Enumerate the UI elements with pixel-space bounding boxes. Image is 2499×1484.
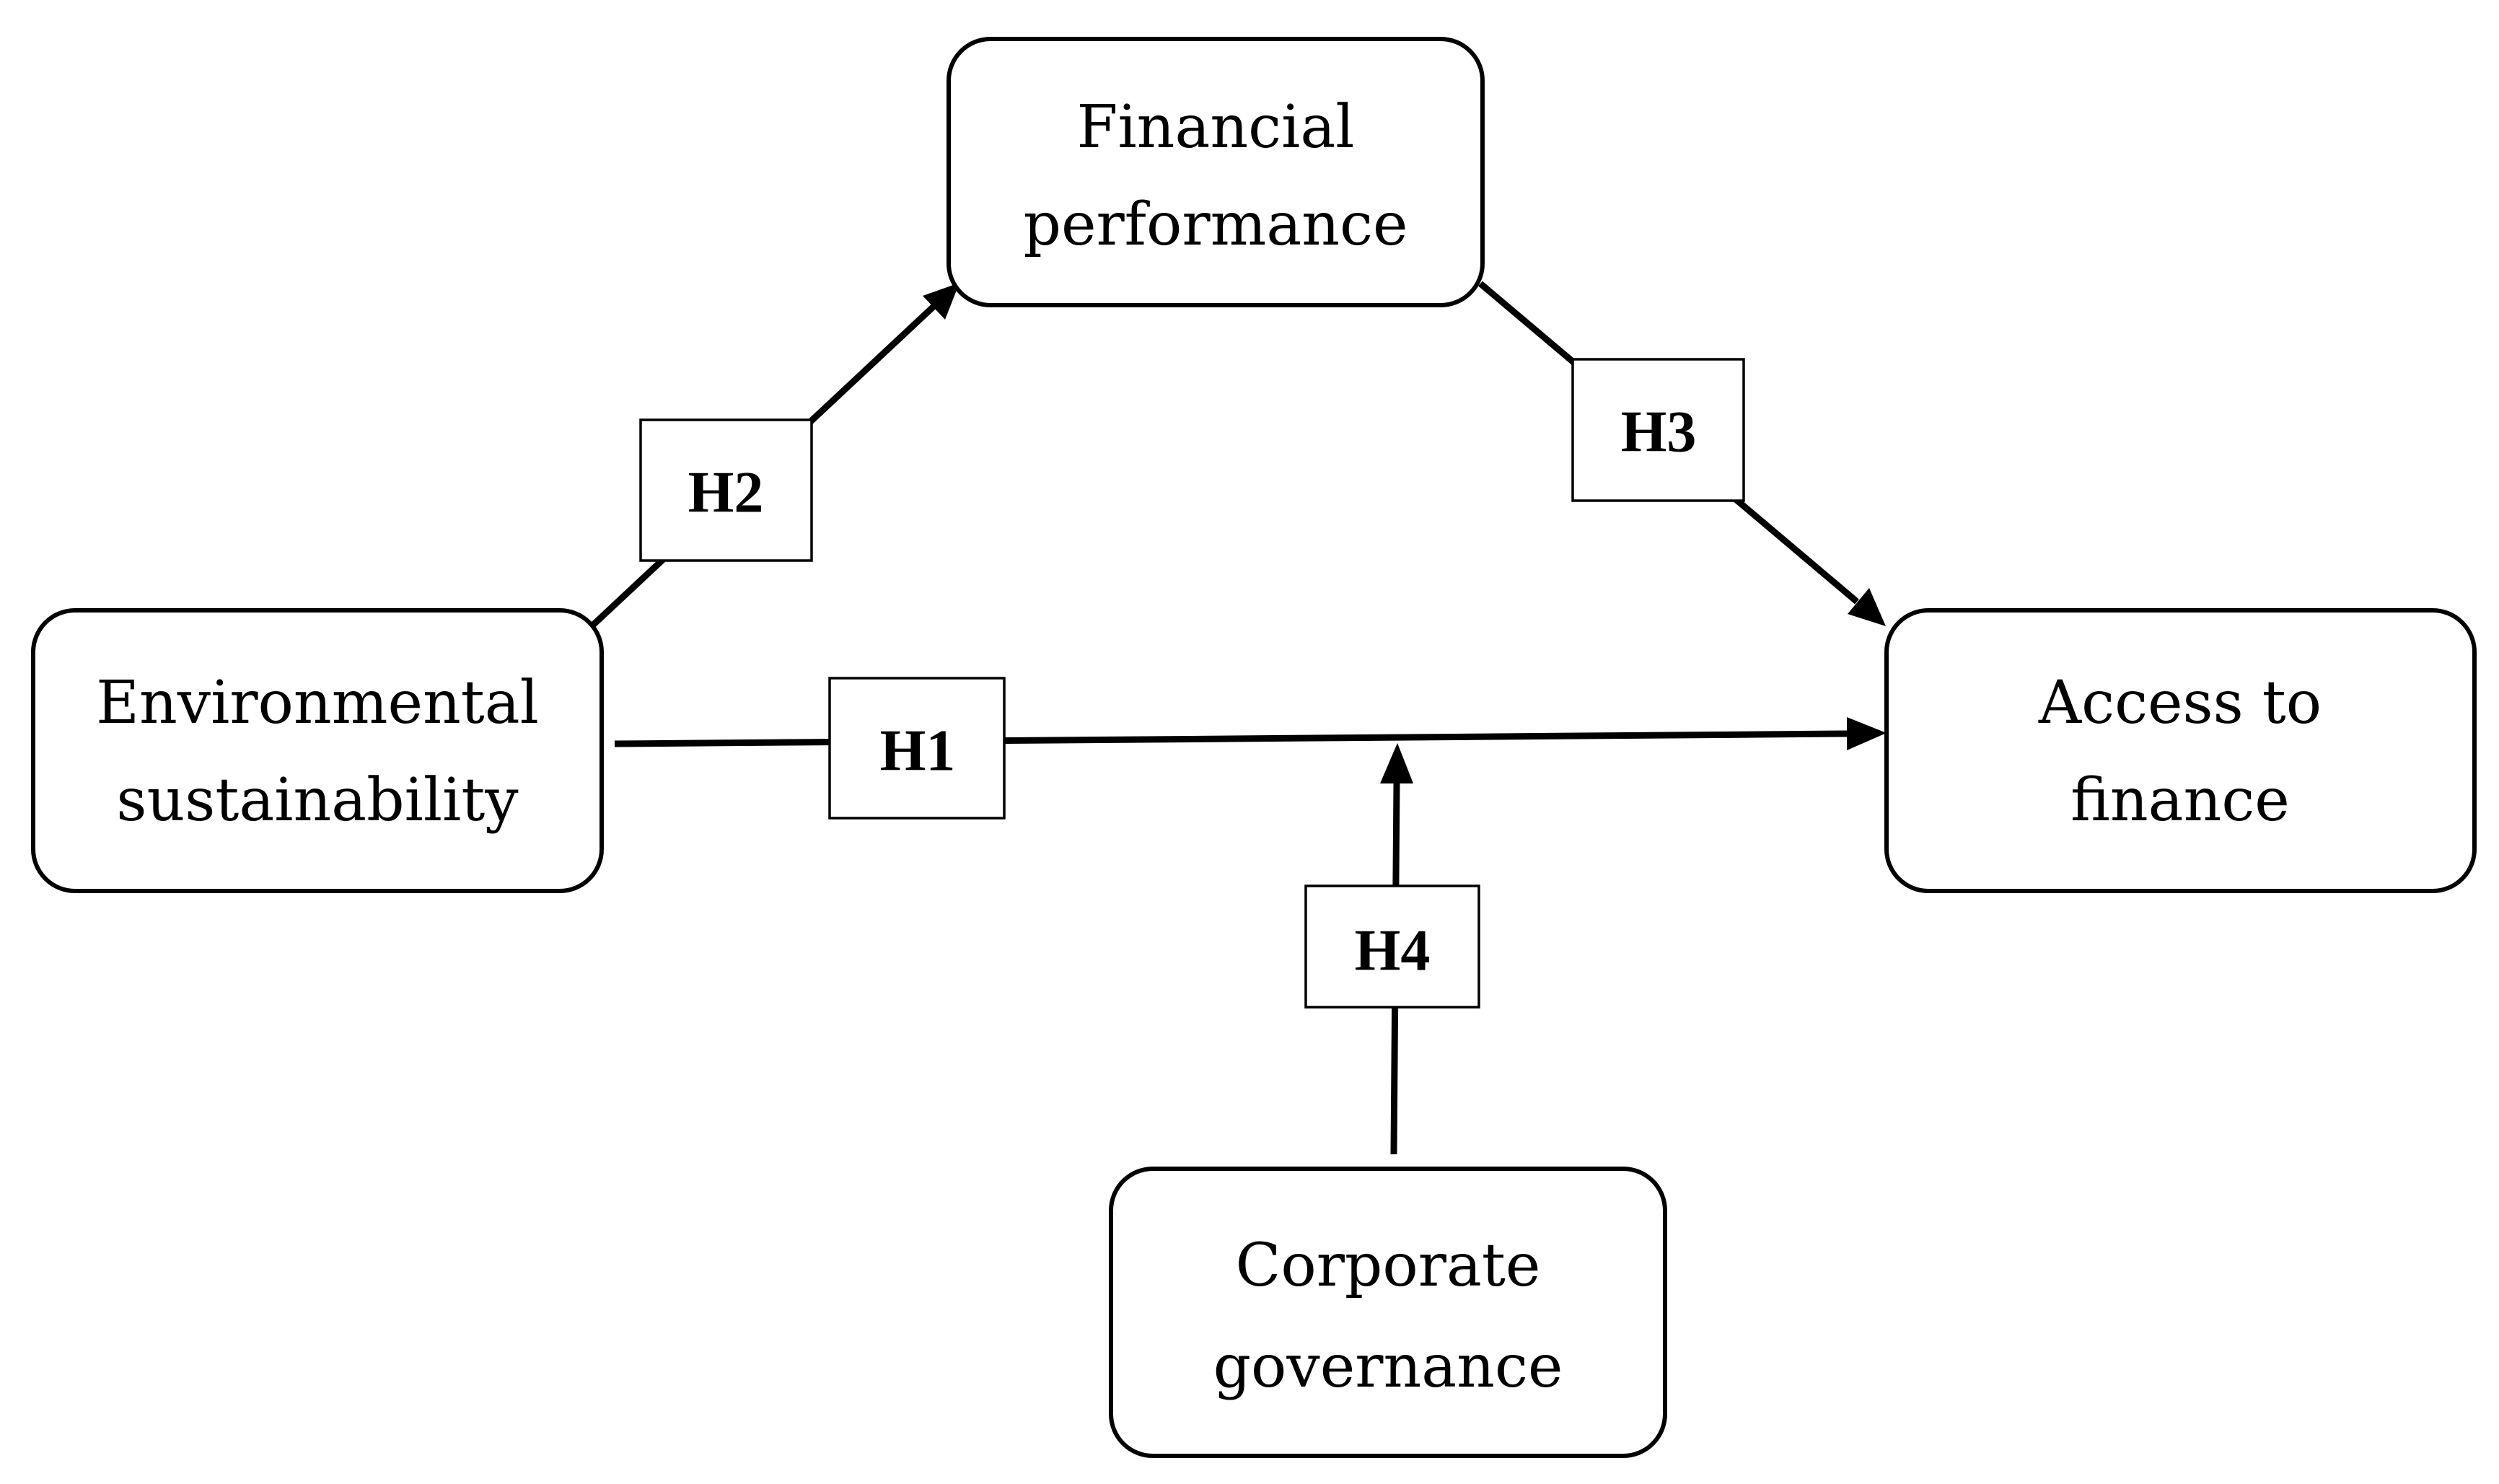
hypothesis-h4-label: H4 [1355,918,1431,983]
hypothesis-h1-label: H1 [880,718,956,783]
edge-h1 [614,717,1887,750]
hypothesis-h2-label: H2 [688,460,764,525]
access-to-finance-line2: finance [2070,766,2290,835]
financial-performance-line1: Financial [1077,93,1355,162]
hypothesis-h3-box: H3 [1571,358,1745,502]
corporate-governance-line2: governance [1213,1332,1563,1401]
financial-performance-line2: performance [1023,190,1407,259]
environmental-sustainability-node: Environmental sustainability [31,608,604,893]
corporate-governance-line1: Corporate [1236,1231,1541,1300]
hypothesis-h2-box: H2 [639,418,813,562]
hypothesis-h3-label: H3 [1621,399,1697,465]
hypothesis-h4-box: H4 [1304,884,1480,1009]
corporate-governance-node: Corporate governance [1109,1167,1667,1458]
access-to-finance-node: Access to finance [1884,608,2477,893]
financial-performance-node: Financial performance [947,37,1485,307]
environmental-sustainability-line1: Environmental [96,669,539,737]
access-to-finance-line1: Access to [2038,669,2322,737]
environmental-sustainability-line2: sustainability [116,766,519,835]
hypothesis-h1-box: H1 [828,677,1006,820]
